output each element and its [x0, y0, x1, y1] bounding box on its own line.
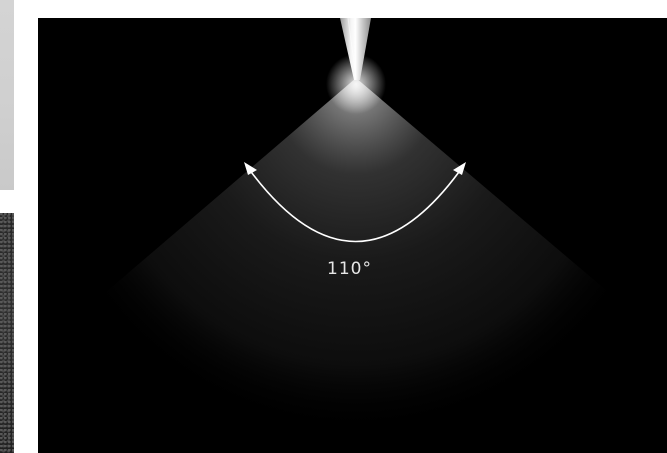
beam-angle-label: 110°: [38, 259, 664, 279]
thumbnail-image-bottom[interactable]: [0, 213, 14, 453]
light-beam-illustration: [38, 18, 667, 453]
beam-angle-image: 110°: [38, 18, 667, 453]
thumbnail-image-top[interactable]: [0, 0, 14, 190]
